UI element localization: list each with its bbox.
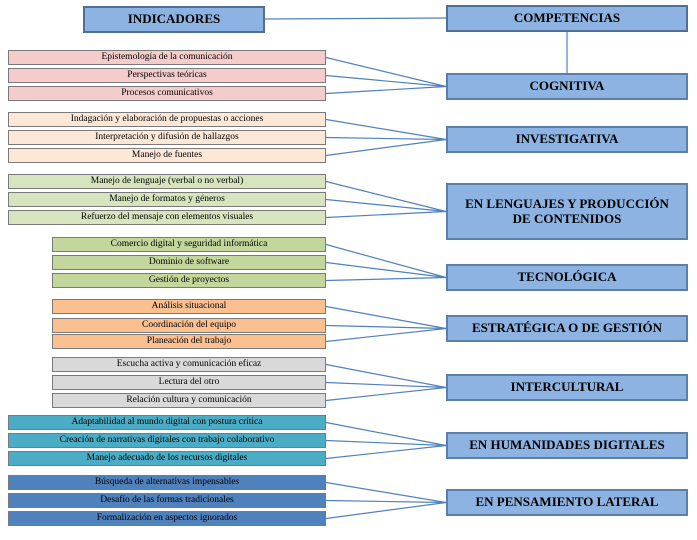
connector-cognitiva-3	[325, 85, 447, 95]
connector-humanidades-3	[325, 444, 447, 460]
indicator-investigativa-3: Manejo de fuentes	[8, 148, 326, 163]
indicator-intercultural-2: Lectura del otro	[52, 375, 326, 390]
indicators-header: INDICADORES	[83, 6, 265, 33]
competency-lateral: EN PENSAMIENTO LATERAL	[446, 489, 688, 516]
competency-lenguajes: EN LENGUAJES Y PRODUCCIÓN DE CONTENIDOS	[446, 183, 688, 240]
indicator-investigativa-1: Indagación y elaboración de propuestas o…	[8, 112, 326, 127]
connector-tecnologica-3	[325, 276, 447, 282]
competencies-header: COMPETENCIAS	[446, 5, 688, 32]
indicator-investigativa-2: Interpretación y difusión de hallazgos	[8, 130, 326, 145]
connector-estrategica-2	[325, 324, 447, 330]
indicator-lenguajes-3: Refuerzo del mensaje con elementos visua…	[8, 210, 326, 225]
indicator-cognitiva-2: Perspectivas teóricas	[8, 68, 326, 83]
competency-estrategica: ESTRATÉGICA O DE GESTIÓN	[446, 315, 688, 342]
connector-humanidades-1	[325, 421, 447, 447]
competency-investigativa: INVESTIGATIVA	[446, 126, 688, 153]
indicators-header-label: INDICADORES	[127, 11, 221, 27]
connector-lenguajes-3	[325, 210, 447, 219]
indicator-estrategica-3: Planeación del trabajo	[52, 334, 326, 349]
connector-lateral-1	[325, 481, 447, 504]
indicator-intercultural-1: Escucha activa y comunicación eficaz	[52, 357, 326, 372]
connector-estrategica-1	[325, 305, 447, 330]
connector-cognitiva-2	[325, 74, 447, 88]
indicator-tecnologica-3: Gestión de proyectos	[52, 273, 326, 288]
connector-intercultural-3	[325, 386, 447, 402]
connector-tecnologica-1	[325, 243, 447, 279]
indicator-cognitiva-1: Epistemología de la comunicación	[8, 50, 326, 65]
competency-humanidades: EN HUMANIDADES DIGITALES	[446, 432, 688, 459]
competency-cognitiva: COGNITIVA	[446, 73, 688, 100]
competency-intercultural: INTERCULTURAL	[446, 374, 688, 401]
indicator-lateral-3: Formalización en aspectos ignorados	[8, 511, 326, 526]
indicator-humanidades-2: Creación de narrativas digitales con tra…	[8, 433, 326, 448]
connector-lenguajes-2	[325, 198, 447, 213]
connector-cognitiva-1	[325, 56, 447, 88]
connector-intercultural-1	[325, 363, 447, 389]
connector-lenguajes-1	[325, 180, 447, 213]
connector-tecnologica-2	[325, 261, 447, 279]
connector-humanidades-2	[325, 439, 447, 447]
indicator-lateral-2: Desafío de las formas tradicionales	[8, 493, 326, 508]
indicator-lenguajes-2: Manejo de formatos y géneros	[8, 192, 326, 207]
indicator-tecnologica-1: Comercio digital y seguridad informática	[52, 237, 326, 252]
indicator-humanidades-1: Adaptabilidad al mundo digital con postu…	[8, 415, 326, 430]
connector-investigativa-2	[325, 136, 447, 141]
indicator-lateral-1: Búsqueda de alternativas impensables	[8, 475, 326, 490]
indicator-estrategica-1: Análisis situacional	[52, 299, 326, 314]
indicator-lenguajes-1: Manejo de lenguaje (verbal o no verbal)	[8, 174, 326, 189]
competencies-header-label: COMPETENCIAS	[513, 10, 621, 26]
connector-investigativa-1	[325, 118, 447, 141]
connector-lateral-2	[325, 499, 447, 504]
indicator-estrategica-2: Coordinación del equipo	[52, 318, 326, 333]
connector-intercultural-2	[325, 381, 447, 389]
indicator-tecnologica-2: Dominio de software	[52, 255, 326, 270]
indicator-cognitiva-3: Procesos comunicativos	[8, 86, 326, 101]
connector-estrategica-3	[325, 327, 447, 343]
connector-investigativa-3	[325, 138, 447, 157]
indicator-humanidades-3: Manejo adecuado de los recursos digitale…	[8, 451, 326, 466]
connector-lateral-3	[325, 501, 447, 520]
competency-tecnologica: TECNOLÓGICA	[446, 264, 688, 291]
header-connector	[264, 17, 447, 20]
indicator-intercultural-3: Relación cultura y comunicación	[52, 393, 326, 408]
